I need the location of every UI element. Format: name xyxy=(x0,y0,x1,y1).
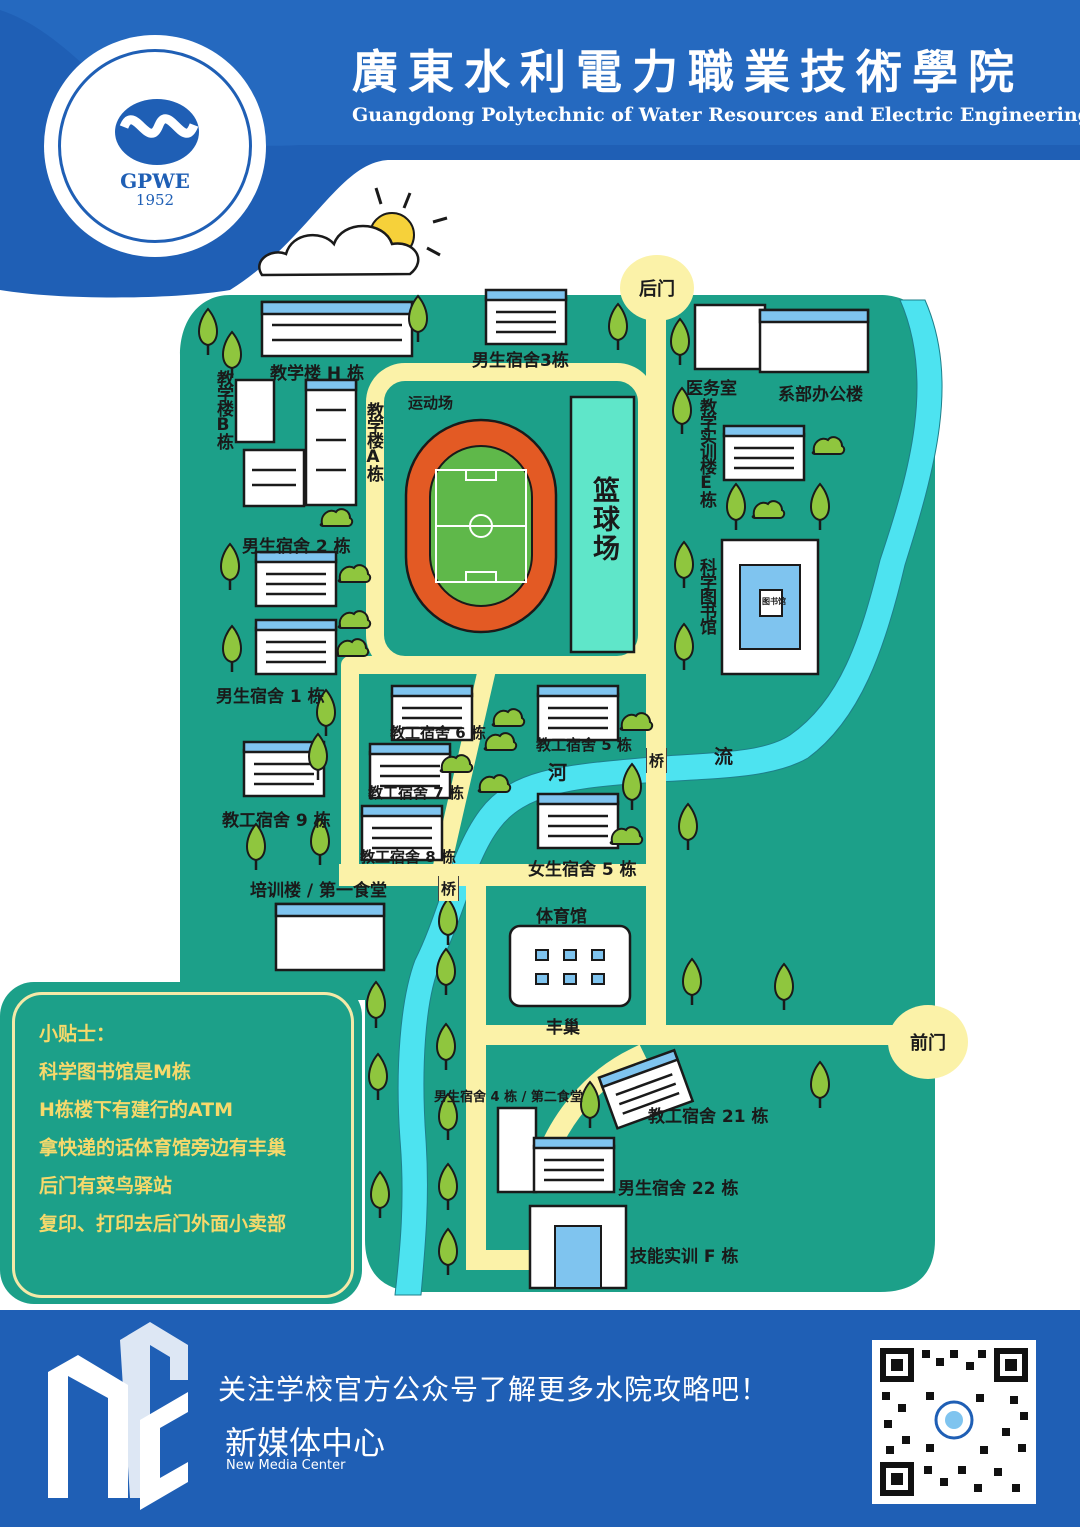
label-staff-6[interactable]: 教工宿舍 6 栋 xyxy=(390,724,486,742)
tips-title: 小贴士： xyxy=(39,1023,116,1045)
label-river-2: 流 xyxy=(714,746,734,768)
follow-text: 关注学校官方公众号了解更多水院攻略吧！ xyxy=(218,1373,770,1406)
logo-waves-icon xyxy=(115,99,199,165)
media-center-cn: 新媒体中心 xyxy=(225,1424,386,1462)
school-logo: GPWE 1952 xyxy=(44,35,266,257)
tip-item: 复印、打印去后门外面小卖部 xyxy=(39,1213,287,1235)
label-dorm-m4[interactable]: 男生宿舍 4 栋 / 第二食堂 xyxy=(434,1090,583,1105)
label-building-b[interactable]: 教学楼B栋 xyxy=(213,370,233,448)
label-staff-8[interactable]: 教工宿舍 8 栋 xyxy=(360,848,456,866)
building-a xyxy=(304,378,358,507)
tip-item: 科学图书馆是M栋 xyxy=(39,1061,191,1083)
label-bridge-2[interactable]: 桥 xyxy=(438,876,460,901)
footer-artwork xyxy=(48,1322,1036,1510)
label-dorm-m1[interactable]: 男生宿舍 1 栋 xyxy=(216,687,325,707)
label-building-f[interactable]: 技能实训 F 栋 xyxy=(630,1247,739,1267)
media-center-en: New Media Center xyxy=(226,1458,346,1473)
label-building-h[interactable]: 教学楼 H 栋 xyxy=(270,364,365,384)
label-building-a[interactable]: 教学楼A栋 xyxy=(363,402,383,480)
tip-item: 后门有菜鸟驿站 xyxy=(39,1175,173,1197)
label-fengchao[interactable]: 丰巢 xyxy=(546,1018,580,1038)
library-building xyxy=(720,538,820,676)
label-staff-7[interactable]: 教工宿舍 7 栋 xyxy=(368,784,464,802)
label-library[interactable]: 科学图书馆 xyxy=(696,558,716,633)
school-name-en: Guangdong Polytechnic of Water Resources… xyxy=(352,104,1080,126)
front-gate[interactable]: 前门 xyxy=(888,1005,968,1079)
label-dept-office[interactable]: 系部办公楼 xyxy=(778,385,863,405)
label-dorm-m3[interactable]: 男生宿舍3栋 xyxy=(472,351,569,371)
label-basketball[interactable]: 篮球场 xyxy=(588,476,619,563)
label-river-1: 河 xyxy=(548,762,568,784)
building-b xyxy=(234,378,306,508)
tip-item: H栋楼下有建行的ATM xyxy=(39,1099,233,1121)
label-staff-5[interactable]: 教工宿舍 5 栋 xyxy=(536,736,632,754)
back-gate[interactable]: 后门 xyxy=(620,255,694,321)
label-dorm-m2[interactable]: 男生宿舍 2 栋 xyxy=(242,537,351,557)
label-dorm-f5[interactable]: 女生宿舍 5 栋 xyxy=(528,860,637,880)
label-staff-21[interactable]: 教工宿舍 21 栋 xyxy=(648,1107,769,1127)
logo-abbr: GPWE xyxy=(120,169,190,193)
school-name-cn: 廣東水利電力職業技術學院 xyxy=(352,45,1024,99)
label-building-e[interactable]: 教学实训楼E栋 xyxy=(696,398,716,506)
label-training-canteen[interactable]: 培训楼 / 第一食堂 xyxy=(250,881,388,901)
qr-code[interactable] xyxy=(872,1340,1036,1504)
label-gym[interactable]: 体育馆 xyxy=(536,907,587,927)
building-h xyxy=(260,300,414,358)
label-dorm-m22[interactable]: 男生宿舍 22 栋 xyxy=(618,1179,739,1199)
label-staff-9[interactable]: 教工宿舍 9 栋 xyxy=(222,811,331,831)
logo-year: 1952 xyxy=(135,191,175,209)
label-bridge-1[interactable]: 桥 xyxy=(646,748,668,773)
tip-item: 拿快递的话体育馆旁边有丰巢 xyxy=(39,1137,287,1159)
tips-box: 小贴士： 科学图书馆是M栋 H栋楼下有建行的ATM 拿快递的话体育馆旁边有丰巢 … xyxy=(12,992,354,1298)
label-sports-field[interactable]: 运动场 xyxy=(408,394,454,412)
label-clinic[interactable]: 医务室 xyxy=(686,379,737,399)
library-sign: 图书馆 xyxy=(762,597,786,606)
